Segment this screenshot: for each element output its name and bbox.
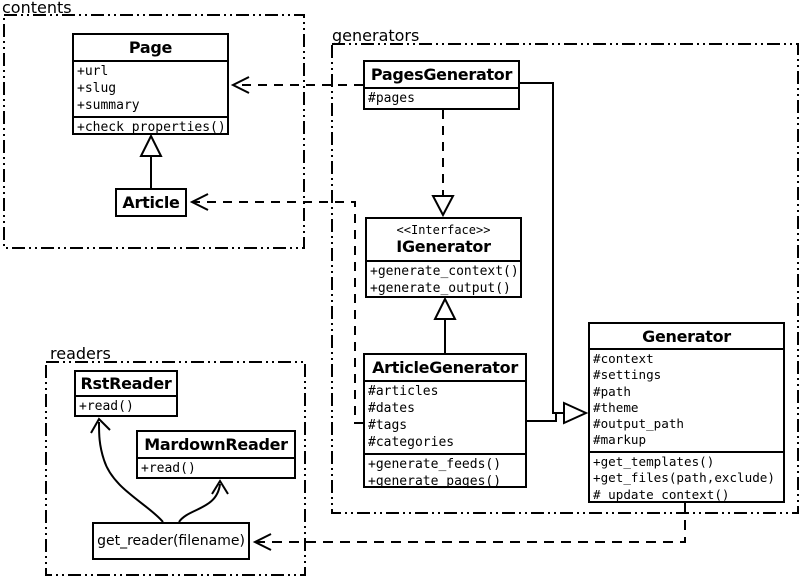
- function-name: get_reader(filename): [97, 533, 245, 549]
- generator-to-getreader-dependency: [257, 503, 686, 543]
- open-arrowhead-icon: [252, 533, 272, 551]
- igenerator-header: <<Interface>> IGenerator: [367, 219, 520, 260]
- class-box-article: Article: [115, 188, 187, 217]
- attribute: #dates: [368, 401, 415, 416]
- inheritance-triangle-icon: [563, 401, 589, 425]
- class-box-page: Page +url +slug +summary +check_properti…: [72, 33, 229, 135]
- articlegenerator-attributes: #articles #dates #tags #categories: [365, 380, 525, 453]
- class-name: ArticleGenerator: [372, 358, 518, 377]
- method: +generate_context(): [370, 264, 519, 279]
- package-contents-border: [3, 14, 305, 249]
- attribute: #theme: [593, 399, 639, 415]
- articlegenerator-methods: +generate_feeds() +generate_pages(): [365, 453, 525, 490]
- pagesgenerator-extends-generator-line: [520, 82, 564, 414]
- generator-attributes: #context #settings #path #theme #output_…: [590, 348, 783, 451]
- attribute: #context: [593, 351, 654, 366]
- class-name: Generator: [642, 326, 731, 346]
- class-box-markdownreader: MardownReader +read(): [136, 430, 296, 479]
- method: +generate_pages(): [368, 474, 502, 489]
- getreader-to-markdownreader-curve: [178, 483, 221, 523]
- class-box-articlegenerator: ArticleGenerator #articles #dates #tags …: [363, 353, 527, 490]
- open-arrowhead-icon: [189, 193, 209, 211]
- getreader-to-rstreader-curve: [98, 421, 164, 523]
- page-methods: +check_properties(): [74, 116, 227, 136]
- class-name: PagesGenerator: [370, 65, 513, 84]
- attribute: #path: [593, 383, 631, 399]
- generator-methods: +get_templates() +get_files(path,exclude…: [590, 451, 783, 503]
- inheritance-triangle-icon: [433, 296, 457, 320]
- class-name: MardownReader: [144, 435, 288, 454]
- inheritance-triangle-icon: [139, 133, 163, 157]
- package-readers-border: [45, 361, 306, 576]
- class-name: Article: [122, 193, 180, 212]
- function-box-getreader: get_reader(filename): [92, 522, 250, 560]
- realization-triangle-icon: [431, 195, 455, 218]
- class-box-pagesgenerator: PagesGenerator #pages: [363, 60, 520, 110]
- package-label-generators: generators: [332, 26, 420, 45]
- class-box-generator: Generator #context #settings #path #them…: [588, 322, 785, 503]
- method: +get_files(path,exclude): [593, 470, 775, 486]
- class-box-rstreader: RstReader +read(): [74, 370, 178, 417]
- pagesgenerator-attributes: #pages: [365, 87, 518, 108]
- package-label-readers: readers: [50, 344, 111, 363]
- open-arrowhead-icon: [90, 417, 111, 434]
- page-attributes: +url +slug +summary: [74, 60, 227, 116]
- method: +generate_output(): [370, 281, 511, 296]
- class-box-igenerator: <<Interface>> IGenerator +generate_conte…: [365, 217, 522, 298]
- rstreader-methods: +read(): [76, 395, 176, 415]
- attribute: #output_path: [593, 416, 684, 432]
- attribute: #markup: [593, 432, 647, 448]
- attribute: +summary: [77, 98, 140, 113]
- method: #_update_context(): [593, 486, 730, 502]
- markdownreader-methods: +read(): [138, 457, 294, 477]
- method: +check_properties(): [77, 120, 226, 135]
- attribute: #settings: [593, 367, 662, 383]
- igenerator-methods: +generate_context() +generate_output(): [367, 260, 520, 297]
- class-name: IGenerator: [396, 237, 491, 256]
- attribute: #articles: [368, 384, 439, 399]
- attribute: +url: [77, 64, 109, 79]
- class-name: RstReader: [80, 374, 172, 393]
- open-arrowhead-icon: [211, 479, 229, 495]
- method: +get_templates(): [593, 454, 715, 469]
- interface-stereotype: <<Interface>>: [396, 223, 491, 237]
- attribute: #categories: [368, 435, 455, 450]
- open-arrowhead-icon: [230, 76, 250, 94]
- articlegenerator-to-article-dependency: [194, 201, 363, 424]
- method: +generate_feeds(): [368, 457, 502, 472]
- method: +read(): [141, 461, 196, 476]
- package-label-contents: contents: [2, 0, 72, 17]
- attribute: #pages: [368, 91, 415, 106]
- package-generators-border: [331, 43, 799, 514]
- articlegenerator-extends-generator-line: [527, 414, 557, 422]
- class-name: Page: [128, 38, 173, 57]
- attribute: +slug: [77, 81, 117, 96]
- attribute: #tags: [368, 418, 408, 433]
- method: +read(): [79, 399, 134, 414]
